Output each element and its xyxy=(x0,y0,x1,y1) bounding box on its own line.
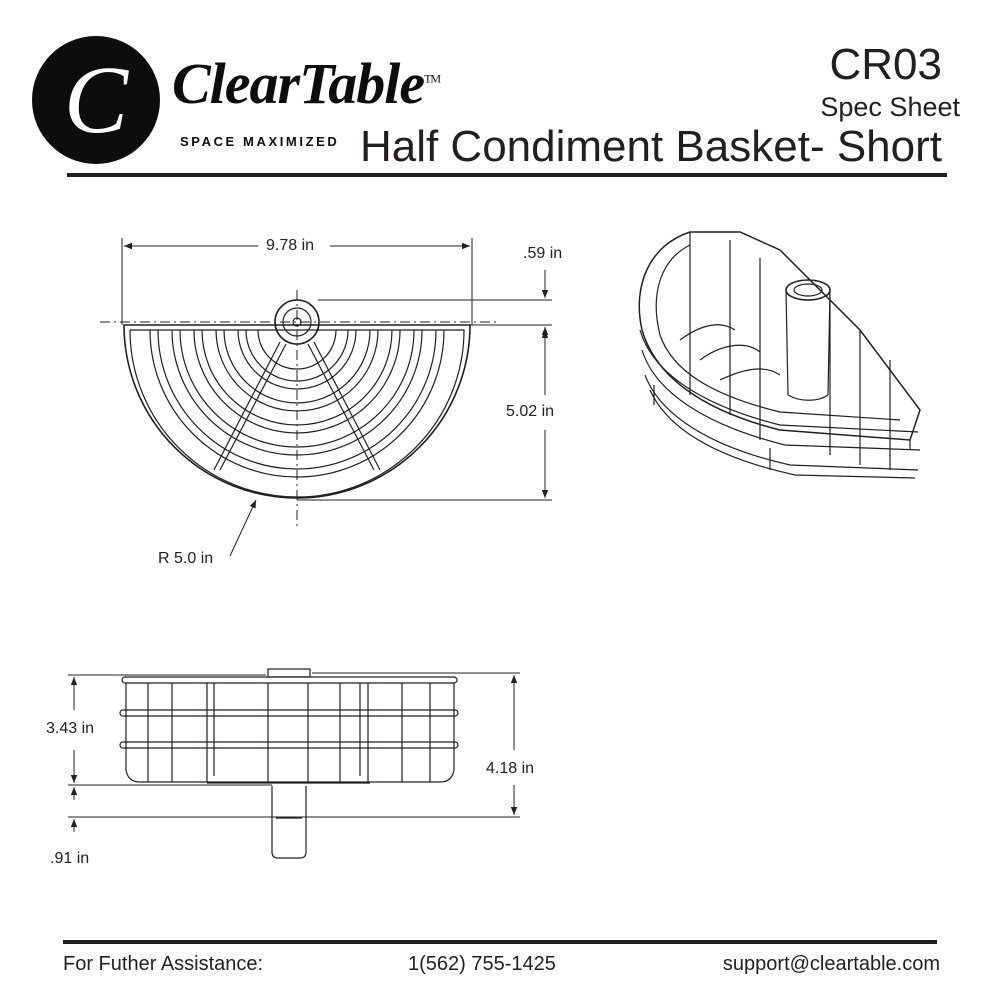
width-dimension-label: 9.78 in xyxy=(266,237,315,254)
post-length-label: .91 in xyxy=(50,850,90,867)
support-email[interactable]: support@cleartable.com xyxy=(722,953,940,975)
brand-wordmark: ClearTable xyxy=(172,51,425,116)
sheet-type: Spec Sheet xyxy=(820,92,960,122)
brand-tagline: SPACE MAXIMIZED xyxy=(180,134,340,149)
isometric-view-drawing xyxy=(638,231,921,479)
basket-height-label: 3.43 in xyxy=(46,720,95,737)
depth-dimension-label: 5.02 in xyxy=(506,403,555,420)
footer-divider xyxy=(63,940,937,944)
logo-badge xyxy=(32,36,160,164)
logo-letter-icon: C xyxy=(63,46,129,153)
assistance-label: For Futher Assistance: xyxy=(63,953,264,975)
brand-name: ClearTableTM xyxy=(172,50,441,117)
total-height-label: 4.18 in xyxy=(486,760,535,777)
trademark-mark: TM xyxy=(424,71,441,86)
product-title: Half Condiment Basket- Short xyxy=(359,122,942,171)
phone-number[interactable]: 1(562) 755-1425 xyxy=(408,953,556,975)
radius-dimension-label: R 5.0 in xyxy=(158,550,214,567)
header-divider xyxy=(67,173,947,177)
model-number: CR03 xyxy=(829,40,943,89)
side-view-drawing xyxy=(68,668,520,859)
top-view-drawing xyxy=(100,238,552,557)
offset-dimension-label: .59 in xyxy=(523,245,563,262)
